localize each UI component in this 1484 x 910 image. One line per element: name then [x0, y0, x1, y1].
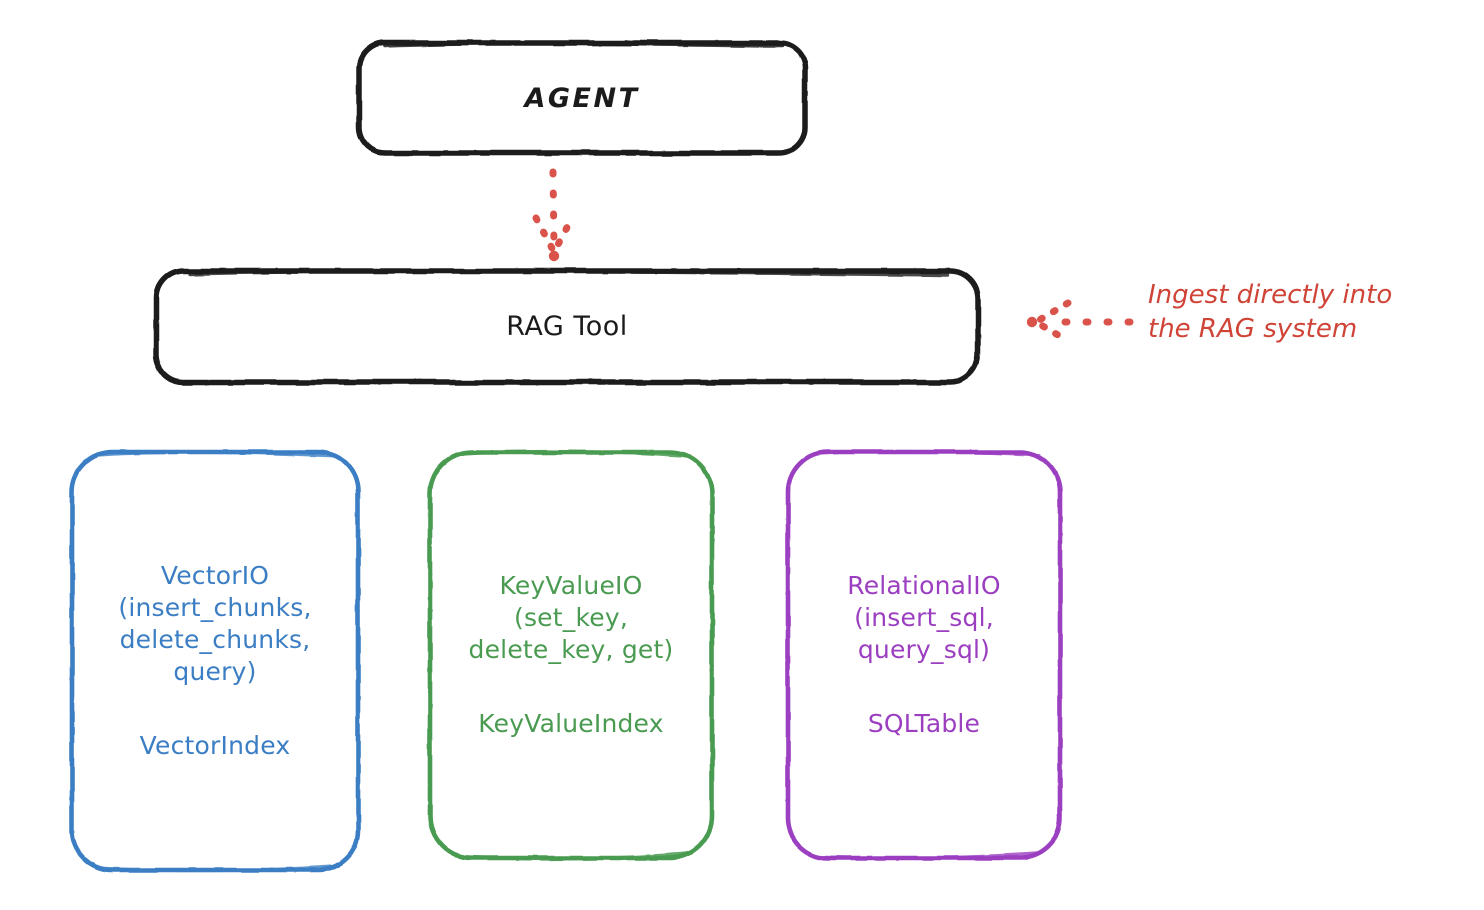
relational-io-index-label: SQLTable: [867, 709, 981, 738]
arrowhead-dot: [548, 250, 560, 262]
vector-io-box-outline[interactable]: [69, 449, 361, 873]
node-agent[interactable]: AGENT: [358, 42, 806, 154]
node-vector-io[interactable]: VectorIO (insert_chunks, delete_chunks, …: [70, 450, 360, 872]
ingest-annotation-text: Ingest directly into the RAG system: [1148, 280, 1393, 345]
vector-io-index-label: VectorIndex: [139, 731, 291, 760]
node-rag-tool[interactable]: RAG Tool: [155, 270, 979, 383]
key-value-io-index-label: KeyValueIndex: [478, 709, 664, 738]
relational-io-api-label: RelationalIO (insert_sql, query_sql): [847, 571, 1001, 664]
ingest-to-rag-connector: [1026, 299, 1134, 345]
arrowhead-dot: [1026, 316, 1038, 328]
key-value-io-box-outline[interactable]: [427, 449, 715, 861]
agent-label: AGENT: [524, 82, 640, 114]
rag-tool-label: RAG Tool: [506, 311, 628, 342]
node-relational-io[interactable]: RelationalIO (insert_sql, query_sql) SQL…: [786, 450, 1062, 860]
rag-tool-box-outline[interactable]: [153, 268, 981, 385]
vector-io-api-label: VectorIO (insert_chunks, delete_chunks, …: [118, 561, 312, 686]
agent-box-outline[interactable]: [356, 40, 808, 156]
relational-io-box-outline[interactable]: [785, 449, 1063, 861]
node-key-value-io[interactable]: KeyValueIO (set_key, delete_key, get) Ke…: [428, 450, 714, 860]
key-value-io-api-label: KeyValueIO (set_key, delete_key, get): [468, 571, 674, 664]
agent-to-rag-connector: [532, 168, 576, 262]
